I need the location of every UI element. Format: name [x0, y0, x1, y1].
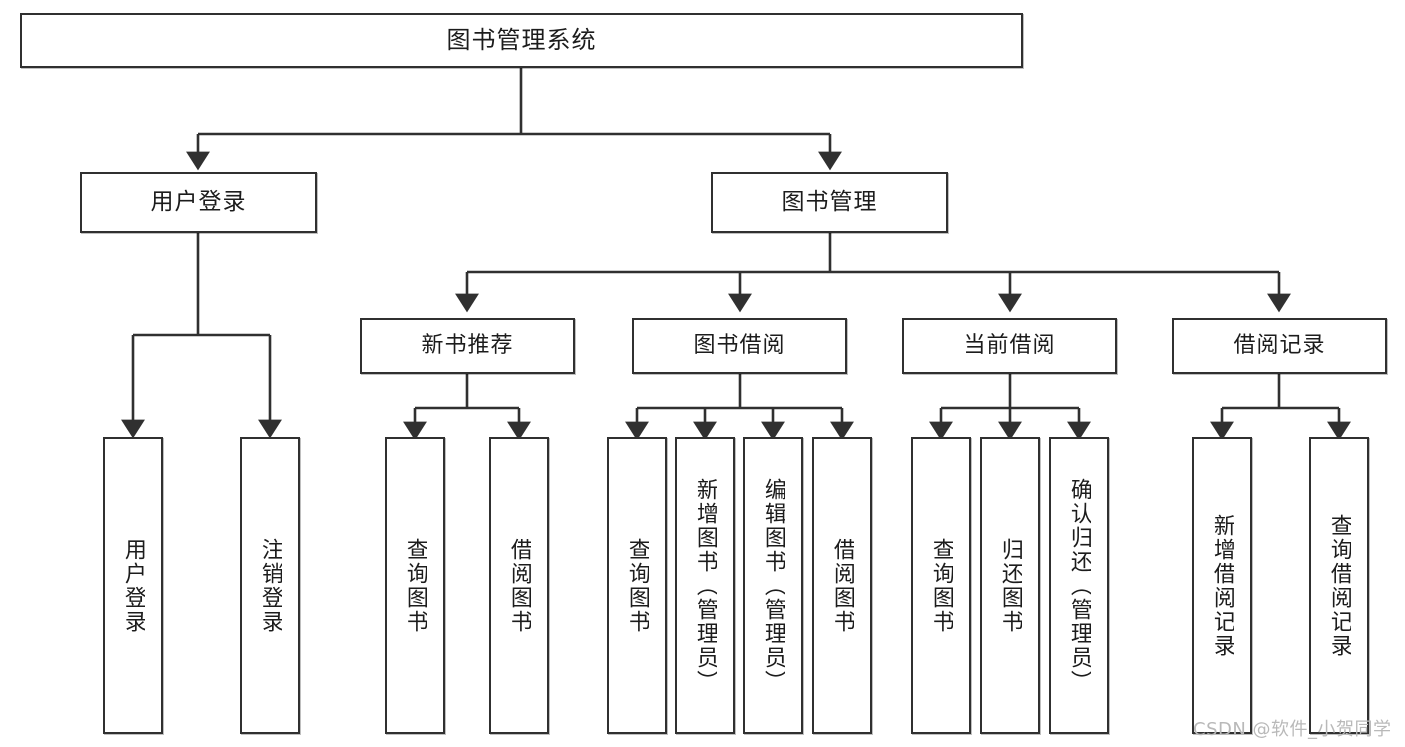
node-label: 当前借阅	[963, 333, 1056, 359]
node-label: 用户登录	[150, 189, 247, 216]
leaf-user-login-login[interactable]: 用户登录	[103, 437, 163, 734]
node-book-borrow[interactable]: 图书借阅	[632, 318, 847, 374]
leaf-book-borrow-add[interactable]: 新增图书（管理员）	[675, 437, 735, 734]
node-book-management[interactable]: 图书管理	[711, 172, 948, 233]
node-label: 查询图书	[403, 537, 427, 634]
node-label: 查询借阅记录	[1327, 513, 1351, 658]
node-label: 编辑图书（管理员）	[761, 477, 785, 694]
leaf-current-borrow-return[interactable]: 归还图书	[980, 437, 1040, 734]
node-new-book-recommend[interactable]: 新书推荐	[360, 318, 575, 374]
csdn-watermark: CSDN @软件_小贺同学	[1193, 719, 1392, 740]
leaf-book-borrow-query[interactable]: 查询图书	[607, 437, 667, 734]
node-label: 查询图书	[929, 537, 953, 634]
node-current-borrow[interactable]: 当前借阅	[902, 318, 1117, 374]
leaf-book-borrow-borrow[interactable]: 借阅图书	[812, 437, 872, 734]
node-label: 新增图书（管理员）	[693, 477, 717, 694]
node-label: 归还图书	[998, 537, 1022, 634]
node-label: 注销登录	[258, 537, 282, 634]
node-label: 查询图书	[625, 537, 649, 634]
node-label: 新增借阅记录	[1210, 513, 1234, 658]
node-label: 新书推荐	[421, 333, 514, 359]
node-label: 确认归还（管理员）	[1067, 477, 1091, 694]
node-label: 图书借阅	[693, 333, 786, 359]
leaf-current-borrow-query[interactable]: 查询图书	[911, 437, 971, 734]
node-user-login[interactable]: 用户登录	[80, 172, 317, 233]
node-label: 借阅记录	[1233, 333, 1326, 359]
node-root-system[interactable]: 图书管理系统	[20, 13, 1023, 68]
leaf-borrow-record-add[interactable]: 新增借阅记录	[1192, 437, 1252, 734]
leaf-new-book-query[interactable]: 查询图书	[385, 437, 445, 734]
node-borrow-record[interactable]: 借阅记录	[1172, 318, 1387, 374]
leaf-new-book-borrow[interactable]: 借阅图书	[489, 437, 549, 734]
leaf-book-borrow-edit[interactable]: 编辑图书（管理员）	[743, 437, 803, 734]
leaf-borrow-record-query[interactable]: 查询借阅记录	[1309, 437, 1369, 734]
node-label: 借阅图书	[830, 537, 854, 634]
leaf-current-borrow-confirm-return[interactable]: 确认归还（管理员）	[1049, 437, 1109, 734]
node-label: 用户登录	[121, 537, 145, 634]
node-label: 借阅图书	[507, 537, 531, 634]
node-label: 图书管理系统	[446, 25, 597, 54]
leaf-user-login-logout[interactable]: 注销登录	[240, 437, 300, 734]
node-label: 图书管理	[781, 189, 878, 216]
